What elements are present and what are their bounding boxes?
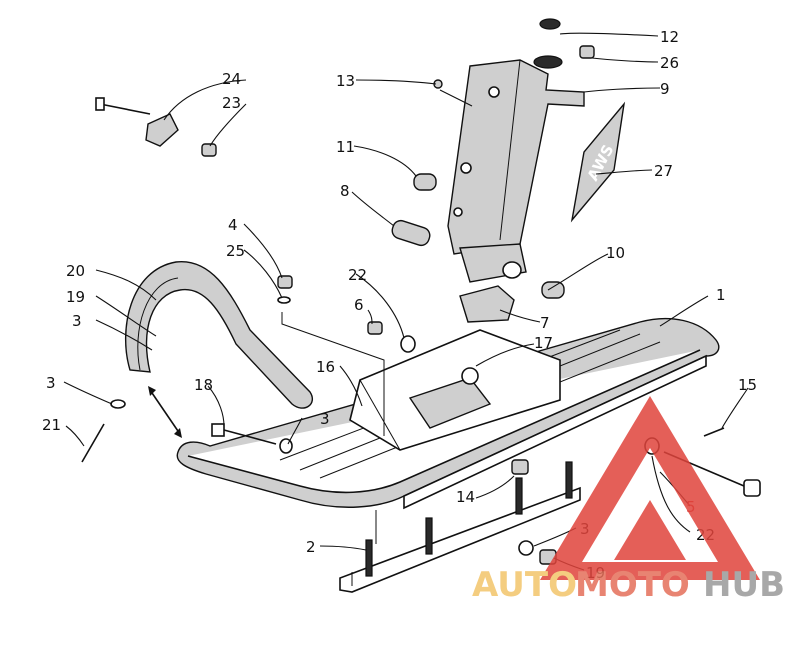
callout-17: 17 [534,334,553,352]
bushing-11 [413,173,437,191]
shock-block [459,285,515,323]
callout-11: 11 [336,138,355,156]
callout-6: 6 [354,296,364,314]
callout-18: 18 [194,376,213,394]
wear-bar [339,461,581,593]
callout-9: 9 [660,80,670,98]
callout-16: 16 [316,358,335,376]
callout-3: 3 [72,312,82,330]
spindle-lower-block [459,243,527,283]
cap-12 [539,18,561,30]
callout-7: 7 [540,314,550,332]
leader-lines [63,32,749,571]
callout-19: 19 [66,288,85,306]
bushing-8 [391,219,431,247]
callout-2: 2 [306,538,316,556]
spindle [447,55,585,255]
nut-4 [277,275,293,289]
callout-23: 23 [222,94,241,112]
watermark: AUTO MOTO HUB [472,396,785,605]
ski-loop [124,261,313,409]
nut-14 [511,459,529,475]
bushing-10 [541,281,565,299]
callout-26: 26 [660,54,679,72]
callout-22: 22 [348,266,367,284]
callout-8: 8 [340,182,350,200]
callout-21: 21 [42,416,61,434]
callout-24: 24 [222,70,241,88]
loop-arrow [149,389,181,435]
callout-15: 15 [738,376,757,394]
nut-26 [579,45,595,59]
callout-4: 4 [228,216,238,234]
callout-27: 27 [654,162,673,180]
bolt-21 [81,423,105,463]
washer-3-left [110,399,126,409]
ski-saddle [349,329,561,451]
watermark-triangle [540,396,760,580]
callout-25: 25 [226,242,245,260]
callout-20: 20 [66,262,85,280]
callout-3: 3 [320,410,330,428]
callout-10: 10 [606,244,625,262]
callout-14: 14 [456,488,475,506]
watermark-text-3: HUB [703,565,785,605]
callout-12: 12 [660,28,679,46]
callout-13: 13 [336,72,355,90]
pin-15 [703,427,725,437]
callout-1: 1 [716,286,726,304]
watermark-text-1: AUTO [472,565,577,605]
washer-3-bottom [518,540,534,556]
aws-plate: AWS [570,101,626,223]
washer-22-upper [400,335,416,353]
nut-6 [367,321,383,335]
callout-3: 3 [46,374,56,392]
washer-25 [277,296,291,304]
washer-17 [461,367,479,385]
ski-stop-bracket [95,97,217,157]
watermark-text-2: MOTO [575,565,690,605]
